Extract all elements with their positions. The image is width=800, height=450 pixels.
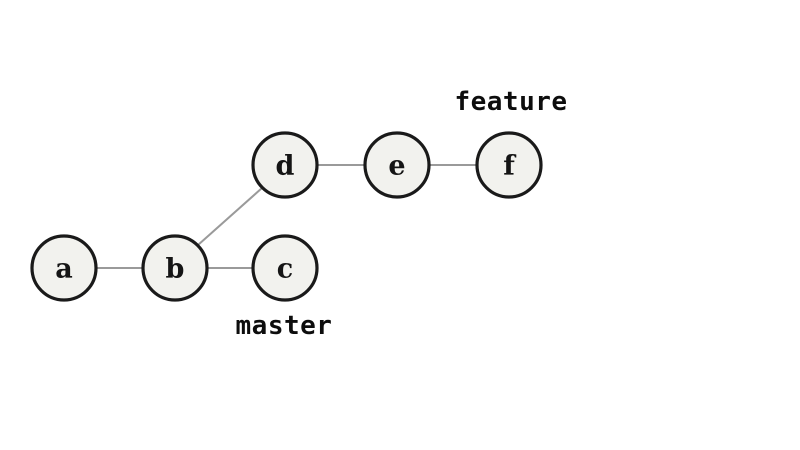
commit-node-e[interactable]: e — [363, 131, 431, 199]
commit-label-c: c — [277, 254, 293, 285]
branch-label-master: master — [236, 311, 333, 341]
branch-label-feature: feature — [454, 87, 567, 117]
edge-b-d — [197, 187, 263, 246]
edge-group — [96, 164, 477, 269]
commit-circle-f[interactable] — [475, 131, 543, 199]
commit-circle-e[interactable] — [363, 131, 431, 199]
commit-circle-b[interactable] — [141, 234, 209, 302]
commit-node-f[interactable]: f — [475, 131, 543, 199]
commit-circle-d[interactable] — [251, 131, 319, 199]
commit-node-b[interactable]: b — [141, 234, 209, 302]
commit-node-d[interactable]: d — [251, 131, 319, 199]
commit-node-c[interactable]: c — [251, 234, 319, 302]
commit-node-a[interactable]: a — [30, 234, 98, 302]
commit-circle-c[interactable] — [251, 234, 319, 302]
node-group: a b c d e f — [30, 131, 543, 302]
commit-label-b: b — [166, 254, 185, 285]
commit-label-d: d — [276, 151, 295, 182]
commit-circle-a[interactable] — [30, 234, 98, 302]
commit-label-a: a — [55, 254, 73, 285]
commit-label-f: f — [503, 151, 517, 182]
branch-label-group: master feature — [236, 87, 568, 341]
commit-label-e: e — [388, 151, 405, 182]
